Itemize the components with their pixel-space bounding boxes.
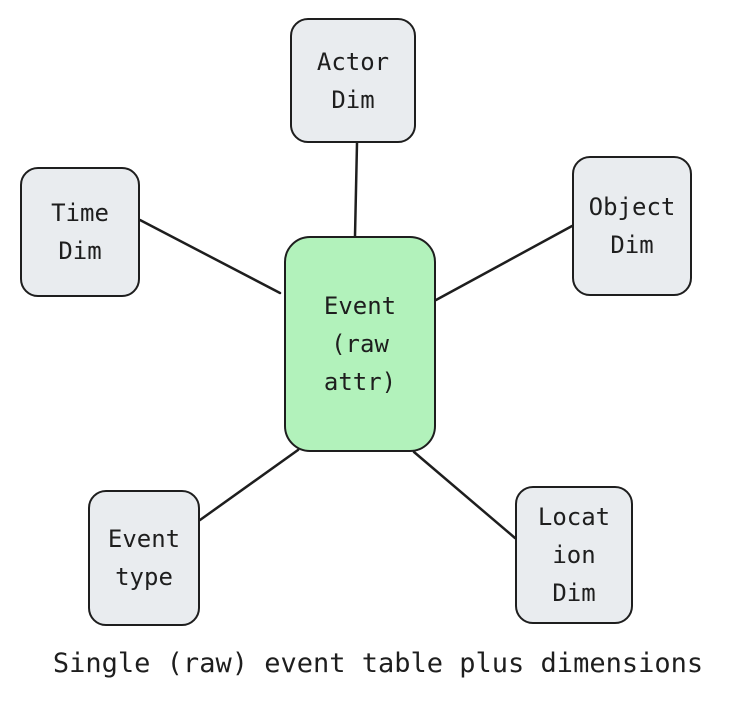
connector-actor xyxy=(353,141,359,238)
location-dim-node[interactable]: Locat ion Dim xyxy=(515,486,633,624)
connector-event-type xyxy=(198,448,300,522)
connector-object xyxy=(434,224,574,302)
event-node[interactable]: Event (raw attr) xyxy=(284,236,436,452)
diagram-caption: Single (raw) event table plus dimensions xyxy=(52,648,704,679)
actor-dim-node[interactable]: Actor Dim xyxy=(290,18,416,143)
event-type-node[interactable]: Event type xyxy=(88,490,200,626)
time-dim-node[interactable]: Time Dim xyxy=(20,167,140,297)
object-dim-node[interactable]: Object Dim xyxy=(572,156,692,296)
connector-location xyxy=(412,450,517,540)
connectors xyxy=(138,141,574,540)
connector-time xyxy=(138,218,282,295)
